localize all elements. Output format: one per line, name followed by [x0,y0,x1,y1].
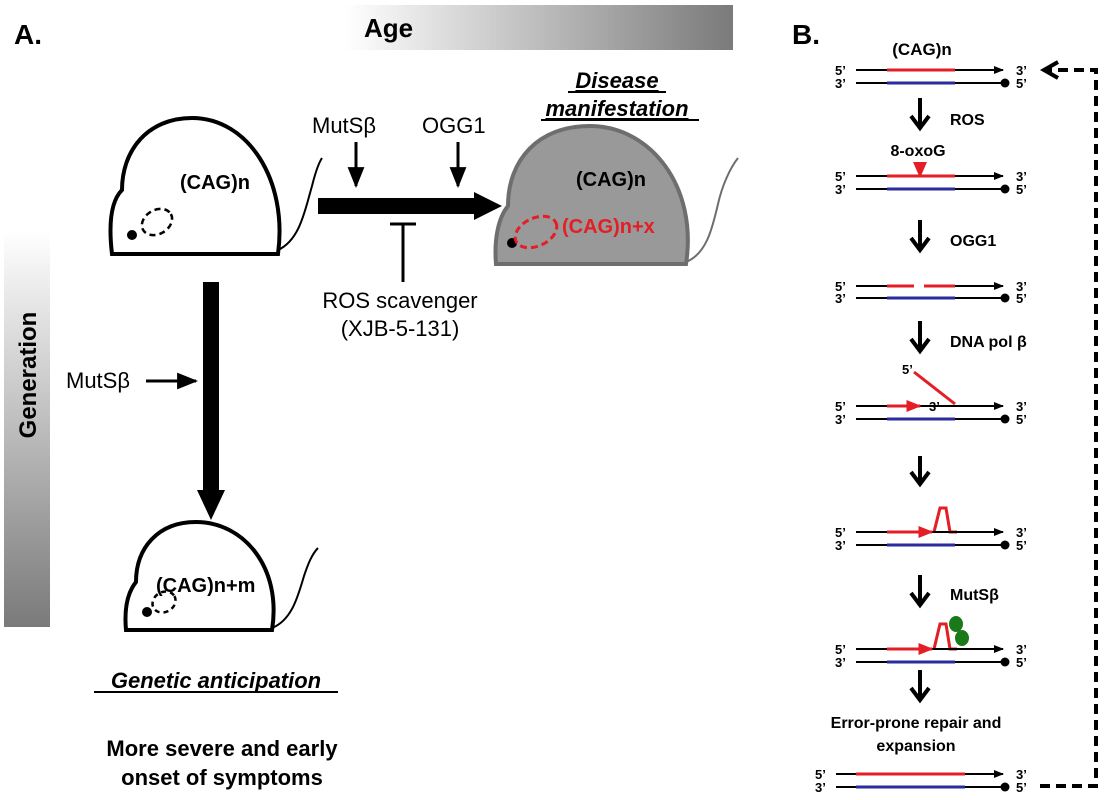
mouse-top-allele: (CAG)n [180,172,250,194]
dna-row-5: 5’ 3’ 3’ 5’ [835,506,1027,553]
mutsb-protein-2 [955,630,969,646]
step-pol-label: DNA pol β [950,334,1027,351]
generation-arrow-head [197,490,225,520]
hairpin [932,506,957,534]
step-arrow-pol [909,321,931,355]
svg-text:8-oxoG: 8-oxoG [890,143,945,160]
svg-text:5’: 5’ [1016,655,1027,670]
age-progression-arrow-head [474,192,502,220]
feedback-loop-arrowhead [1039,60,1059,80]
step-ros-label: ROS [950,112,985,129]
svg-text:5’: 5’ [835,525,846,540]
step-ogg1-label: OGG1 [950,233,996,250]
genetic-anticipation-label: Genetic anticipation [111,668,321,693]
step-arrow-mutsb [909,575,931,609]
svg-text:3’: 3’ [1016,279,1027,294]
feedback-loop-dashed [1040,68,1098,788]
svg-text:5’: 5’ [1016,76,1027,91]
step-arrow-hairpin [909,456,931,488]
svg-text:5’: 5’ [835,279,846,294]
svg-text:3’: 3’ [835,655,846,670]
panel-b-label: B. [792,19,820,50]
step-arrow-final [909,670,931,704]
dna-row-6: 5’ 3’ 3’ 5’ [835,616,1027,670]
svg-text:3’: 3’ [1016,169,1027,184]
svg-text:5’: 5’ [835,642,846,657]
step-arrow-ros [909,98,931,132]
mouse-top-left [108,115,323,256]
dna-row-4: 5’ 3’ 5’ 3’ 3’ 5’ [835,362,1027,427]
generation-arrow-shaft [203,282,219,492]
dna-row-7: 5’ 3’ 3’ 5’ [815,767,1027,795]
mutsb-protein-1 [949,616,963,632]
dna-row-3: 5’ 3’ 3’ 5’ [835,279,1027,306]
mutsb-top-label: MutSβ [312,113,376,138]
disease-title-line1: Disease [575,68,658,93]
dna-row-1: (CAG)n 5’ 3’ 3’ 5’ [835,40,1027,91]
svg-text:5’: 5’ [815,767,826,782]
nucleus-oval [140,207,174,237]
svg-text:5’: 5’ [1016,780,1027,795]
displaced-flap [913,370,956,406]
svg-text:3’: 3’ [1016,525,1027,540]
svg-text:5’: 5’ [835,169,846,184]
svg-text:3’: 3’ [835,76,846,91]
ros-scavenger-compound: (XJB-5-131) [341,316,460,341]
svg-text:5’: 5’ [835,399,846,414]
svg-text:5’: 5’ [1016,412,1027,427]
age-label: Age [364,13,413,43]
ros-scavenger-label: ROS scavenger [322,288,477,313]
oxog-lesion-marker [913,162,927,178]
mouse-offspring [123,519,319,632]
age-gradient-bar [345,5,733,50]
expanded-nucleus-oval [513,214,559,250]
ogg1-label: OGG1 [422,113,486,138]
mouse-offspring-allele: (CAG)n+m [156,575,255,597]
step-mutsb-label: MutSβ [950,587,999,604]
svg-text:5’: 5’ [902,362,913,377]
svg-text:3’: 3’ [1016,767,1027,782]
mouse-disease [493,123,739,266]
dna-row-2: 8-oxoG 5’ 3’ 3’ 5’ [835,143,1027,197]
mouse-disease-expanded: (CAG)n+x [562,216,655,238]
svg-text:3’: 3’ [1016,63,1027,78]
svg-text:3’: 3’ [929,399,940,414]
disease-title-line2: manifestation [545,96,688,121]
final-step-line2: expansion [876,738,955,755]
svg-text:5’: 5’ [1016,291,1027,306]
mutsb-left-label: MutSβ [66,368,130,393]
svg-text:3’: 3’ [835,538,846,553]
generation-gradient-bar [4,230,50,627]
svg-text:5’: 5’ [1016,538,1027,553]
final-step-line1: Error-prone repair and [831,715,1002,732]
svg-text:3’: 3’ [835,291,846,306]
age-progression-arrow-shaft [318,198,478,214]
offspring-nucleus-oval [151,590,177,614]
svg-text:(CAG)n: (CAG)n [892,40,951,59]
panel-a-label: A. [14,19,42,50]
generation-label: Generation [15,312,42,439]
svg-text:3’: 3’ [1016,642,1027,657]
severity-line2: onset of symptoms [121,765,323,790]
svg-text:3’: 3’ [815,780,826,795]
svg-text:3’: 3’ [835,182,846,197]
severity-line1: More severe and early [106,736,338,761]
svg-text:3’: 3’ [835,412,846,427]
svg-text:3’: 3’ [1016,399,1027,414]
mouse-disease-allele: (CAG)n [576,169,646,191]
svg-text:5’: 5’ [1016,182,1027,197]
step-arrow-ogg1 [909,220,931,254]
svg-text:5’: 5’ [835,63,846,78]
